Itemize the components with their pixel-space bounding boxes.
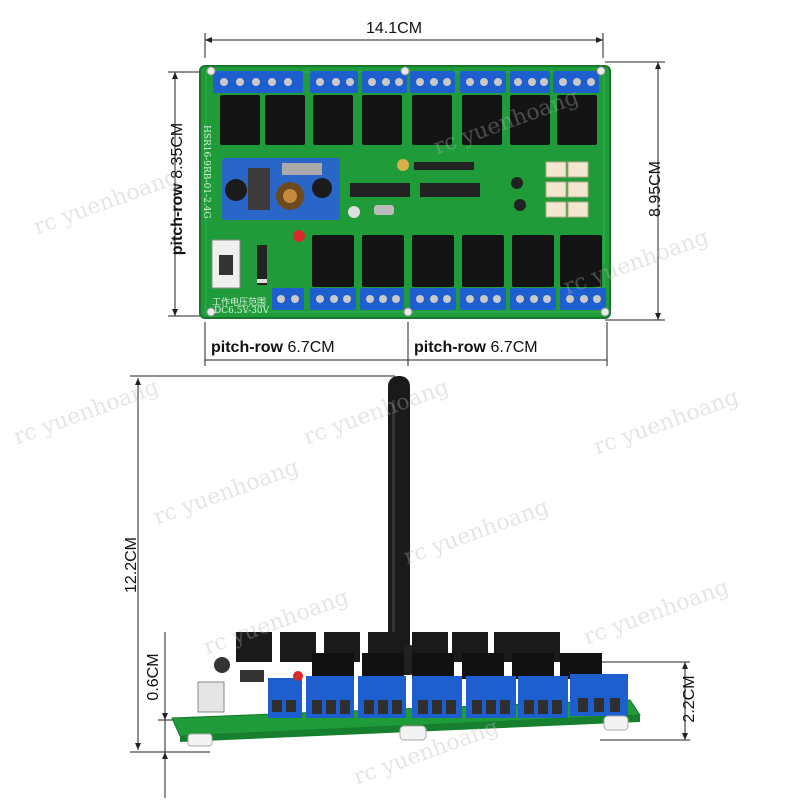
side-power-switch	[197, 681, 225, 713]
standoff-label: 0.6CM	[145, 653, 162, 701]
side-view: 12.2CM 0.6CM 2.2CM	[0, 370, 800, 800]
top-board-drawing	[168, 33, 665, 366]
bottom-right-value: 6.7CM	[490, 339, 538, 356]
bottom-left-prefix: pitch-row	[211, 339, 283, 356]
top-relay-row	[220, 95, 597, 145]
top-view: 工作电压范围 DC6.5V-30V HSR16-9RB-01-2.4G 14.1…	[0, 0, 800, 370]
left-height-prefix: pitch-row	[169, 183, 186, 256]
right-height-label: 8.95CM	[647, 160, 664, 218]
board-height-label: 2.2CM	[681, 675, 698, 723]
total-height-label: 12.2CM	[123, 536, 140, 594]
side-board-drawing	[130, 375, 690, 798]
side-relays	[312, 653, 602, 679]
width-label: 14.1CM	[366, 20, 423, 37]
white-connectors	[545, 161, 589, 218]
bottom-left-label: pitch-row 6.7CM	[211, 339, 335, 357]
silkscreen-model: HSR16-9RB-01-2.4G	[201, 125, 211, 219]
antenna	[388, 376, 410, 676]
left-height-value: 8.35CM	[169, 122, 186, 179]
antenna-connector	[397, 159, 409, 171]
left-height-label: pitch-row 8.35CM	[169, 99, 187, 279]
bottom-relay-row	[312, 235, 602, 287]
bottom-right-prefix: pitch-row	[414, 339, 486, 356]
power-switch	[211, 239, 241, 289]
side-standoffs	[187, 715, 629, 747]
bottom-left-value: 6.7CM	[287, 339, 335, 356]
red-led	[293, 230, 305, 242]
silkscreen-voltage-line: 工作电压范围	[212, 298, 267, 308]
silkscreen-voltage: DC6.5V-30V	[214, 306, 270, 316]
bottom-right-label: pitch-row 6.7CM	[414, 339, 538, 357]
